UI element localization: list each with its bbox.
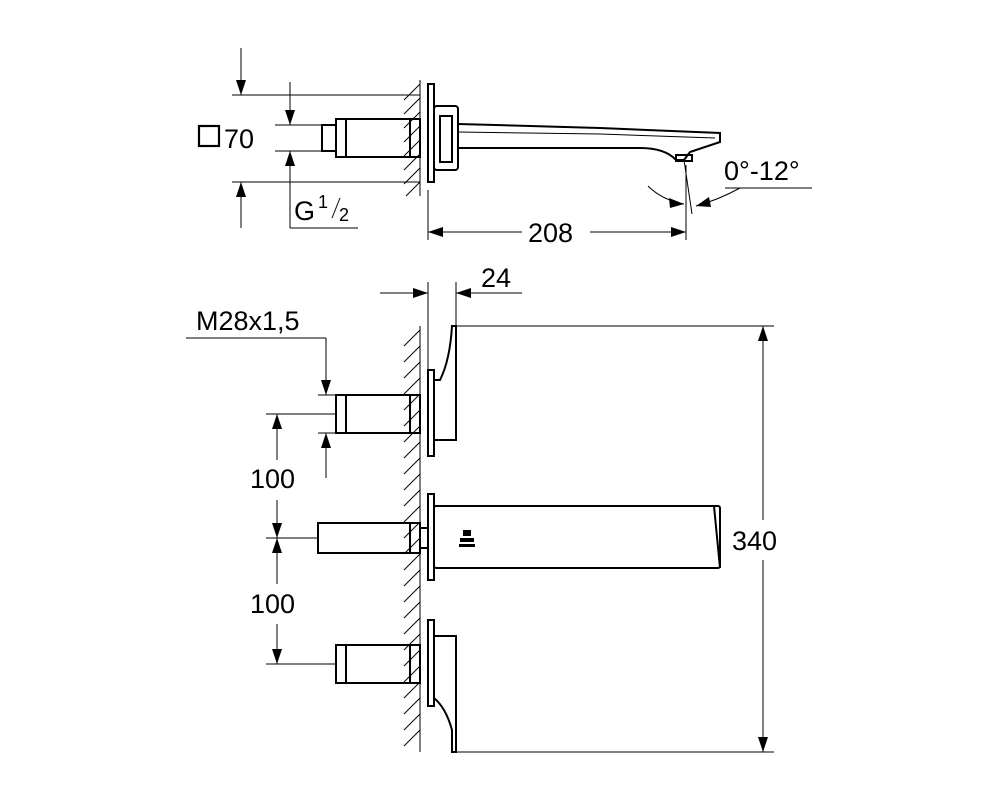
front-view: 24 M28x1,5 100 100 [186,263,777,753]
square-dimension-label: 70 [224,124,254,154]
dim-24: 24 [380,263,522,370]
top-spout-outline [321,83,721,183]
dim-tilt: 0°-12° [647,156,812,215]
lower-spacing-label: 100 [250,589,295,619]
front-wall-hatch [403,326,421,752]
upper-spacing-label: 100 [250,464,295,494]
dim-70: 70 [197,48,420,228]
tilt-range-label: 0°-12° [724,156,800,186]
thread-prefix: G [294,196,315,226]
top-view: 70 G 1 2 208 [197,48,812,248]
total-height-label: 340 [732,526,777,556]
dim-340: 340 [456,325,777,753]
dim-208: 208 [427,165,687,248]
dim-thread-m28: M28x1,5 [186,306,336,478]
lower-handle [335,619,457,753]
brand-logo-icon [459,530,475,547]
dim-spacing: 100 100 [250,413,336,665]
upper-handle [335,325,457,457]
square-symbol-icon [197,124,221,148]
spout-length-label: 208 [528,218,573,248]
thread-denominator: 2 [339,205,349,225]
thread-numerator: 1 [318,192,328,212]
plate-offset-label: 24 [481,263,511,293]
dim-thread-g: G 1 2 [275,82,358,229]
thread-spec-label: M28x1,5 [196,306,300,336]
middle-spout [317,493,721,581]
top-wall-hatch [403,80,421,197]
